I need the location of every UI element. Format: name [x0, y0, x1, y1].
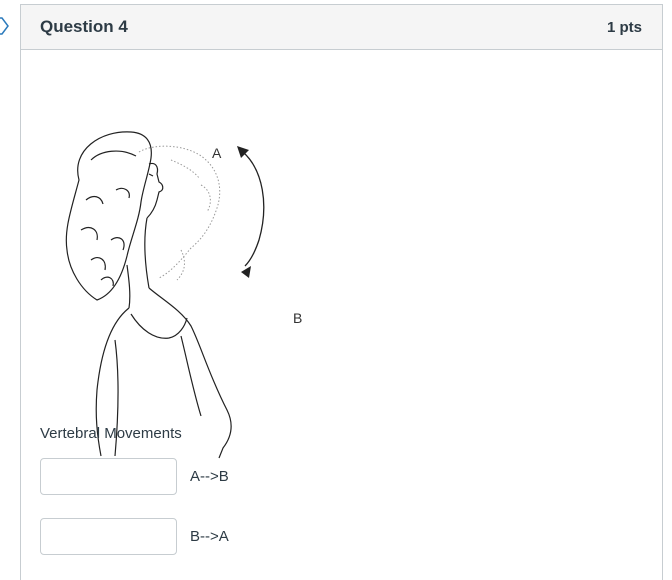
- section-label: Vertebral Movements: [40, 425, 182, 442]
- answer-row-b-to-a: B-->A: [40, 518, 229, 555]
- question-body: A B Vertebral Movements A-->B B-->A: [21, 50, 662, 580]
- answer-input-b-to-a[interactable]: [40, 518, 177, 555]
- head-outline: [65, 131, 164, 309]
- question-card: Question 4 1 pts: [20, 4, 663, 580]
- answer-label-a-to-b: A-->B: [190, 468, 229, 485]
- ghost-head-outline: [138, 145, 221, 281]
- label-b: B: [293, 310, 302, 326]
- question-header: Question 4 1 pts: [21, 5, 662, 50]
- question-points: 1 pts: [606, 18, 642, 36]
- answer-label-b-to-a: B-->A: [190, 528, 229, 545]
- neck-extension-illustration: A B: [65, 131, 302, 459]
- answer-row-a-to-b: A-->B: [40, 458, 229, 495]
- label-a: A: [212, 145, 222, 161]
- question-flag-icon[interactable]: [0, 15, 12, 37]
- question-title: Question 4: [40, 17, 128, 36]
- answer-input-a-to-b[interactable]: [40, 458, 177, 495]
- torso-outline: [95, 287, 232, 459]
- motion-arrow: [237, 146, 265, 278]
